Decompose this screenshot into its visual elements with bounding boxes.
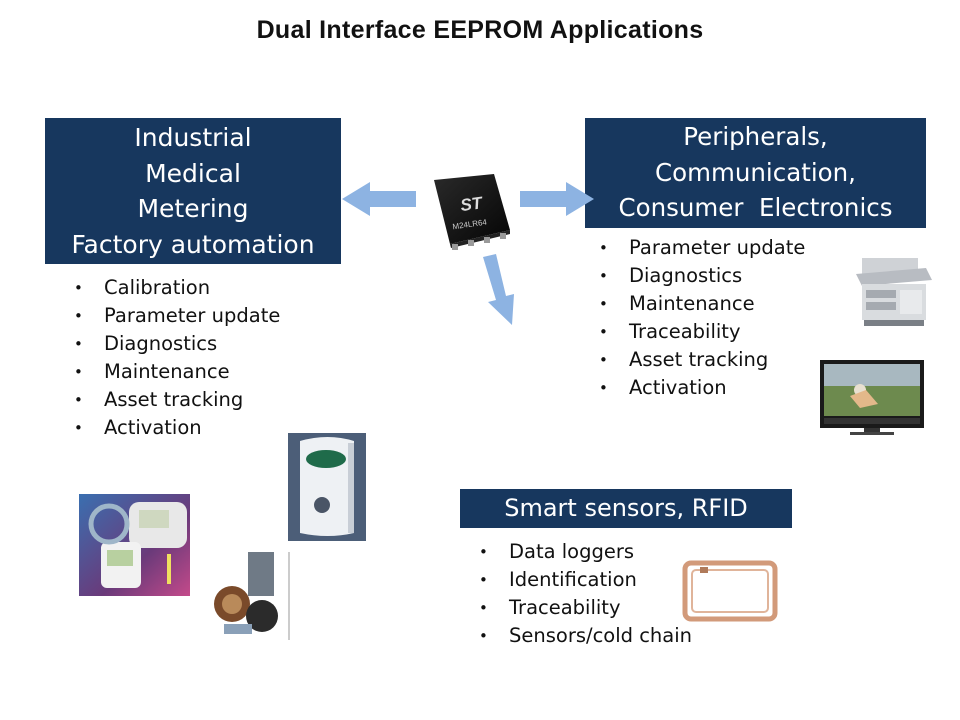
list-item: Diagnostics (74, 330, 280, 358)
list-item: Data loggers (479, 538, 692, 566)
list-item: Identification (479, 566, 692, 594)
slide-title: Dual Interface EEPROM Applications (256, 16, 704, 44)
smart-meter-image (288, 433, 366, 541)
medical-devices-image (79, 494, 190, 596)
box-line: Communication, (655, 157, 856, 187)
consumer-applications-box: Peripherals, Communication, Consumer Ele… (585, 118, 926, 228)
industrial-equipment-image (210, 552, 290, 640)
list-item: Traceability (599, 318, 805, 346)
sensor-features-list: Data loggers Identification Traceability… (479, 538, 692, 650)
list-item: Parameter update (74, 302, 280, 330)
arrow-left-icon (342, 182, 416, 216)
rfid-tag-image (680, 557, 780, 625)
industrial-features-list: Calibration Parameter update Diagnostics… (74, 274, 280, 442)
chip-logo: ST (459, 193, 485, 215)
list-item: Sensors/cold chain (479, 622, 692, 650)
list-item: Activation (74, 414, 280, 442)
box-line: Factory automation (71, 229, 315, 259)
box-line: Medical (145, 158, 241, 188)
box-line: Consumer Electronics (618, 193, 893, 222)
list-item: Maintenance (74, 358, 280, 386)
list-item: Parameter update (599, 234, 805, 262)
arrow-down-icon (483, 254, 514, 325)
list-item: Traceability (479, 594, 692, 622)
box-line: Industrial (134, 123, 252, 152)
consumer-features-list: Parameter update Diagnostics Maintenance… (599, 234, 805, 402)
box-line: Peripherals, (683, 122, 828, 151)
copier-image (856, 258, 932, 326)
list-item: Diagnostics (599, 262, 805, 290)
smart-sensors-box: Smart sensors, RFID (460, 489, 792, 528)
list-item: Asset tracking (599, 346, 805, 374)
list-item: Calibration (74, 274, 280, 302)
list-item: Activation (599, 374, 805, 402)
television-image (820, 360, 924, 435)
box-line: Metering (137, 194, 249, 223)
eeprom-chip-icon: ST M24LR64 (434, 174, 510, 250)
list-item: Asset tracking (74, 386, 280, 414)
list-item: Maintenance (599, 290, 805, 318)
industrial-applications-box: Industrial Medical Metering Factory auto… (45, 118, 341, 264)
arrow-right-icon (520, 182, 594, 216)
